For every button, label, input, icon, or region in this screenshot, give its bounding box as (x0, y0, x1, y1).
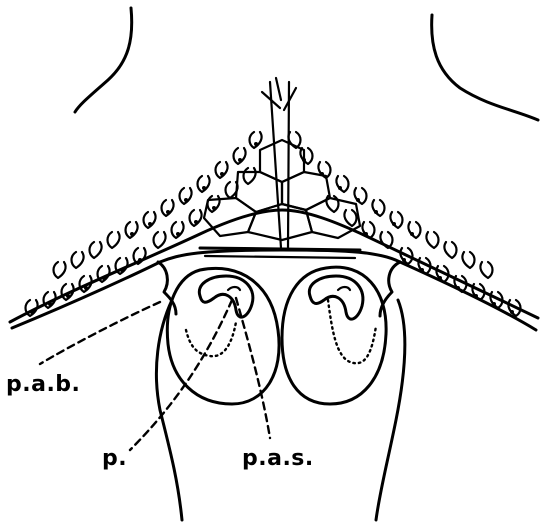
right-sac-dotted-line (328, 300, 376, 363)
stalk-left-edge (156, 300, 182, 520)
left-body-outline (75, 8, 132, 112)
right-sac-papilla (338, 287, 350, 290)
left-sac (167, 268, 279, 404)
right-body-outline (432, 15, 538, 120)
stalk-right-edge (376, 300, 405, 520)
scales-right (288, 132, 520, 316)
left-sac-papilla (228, 287, 240, 290)
scale-field-outer-edge (10, 210, 538, 322)
opening-bar-lower (205, 256, 355, 258)
scale-dots-left (30, 142, 258, 314)
leader-pab (40, 302, 160, 364)
leader-pas (236, 298, 270, 438)
median-line-right (288, 82, 289, 248)
opening-bar-upper (200, 248, 360, 250)
label-pas: p.a.s. (242, 446, 314, 471)
left-lobe (158, 262, 176, 314)
leader-p (130, 300, 232, 450)
median-tuft (262, 78, 296, 110)
label-p: p. (102, 446, 127, 471)
left-sac-dotted-line (186, 322, 236, 356)
scale-field-inner-edge (12, 250, 536, 330)
central-plates (204, 140, 360, 240)
label-pab: p.a.b. (6, 372, 80, 397)
right-sac (282, 267, 386, 404)
right-sac-organ (309, 276, 363, 319)
